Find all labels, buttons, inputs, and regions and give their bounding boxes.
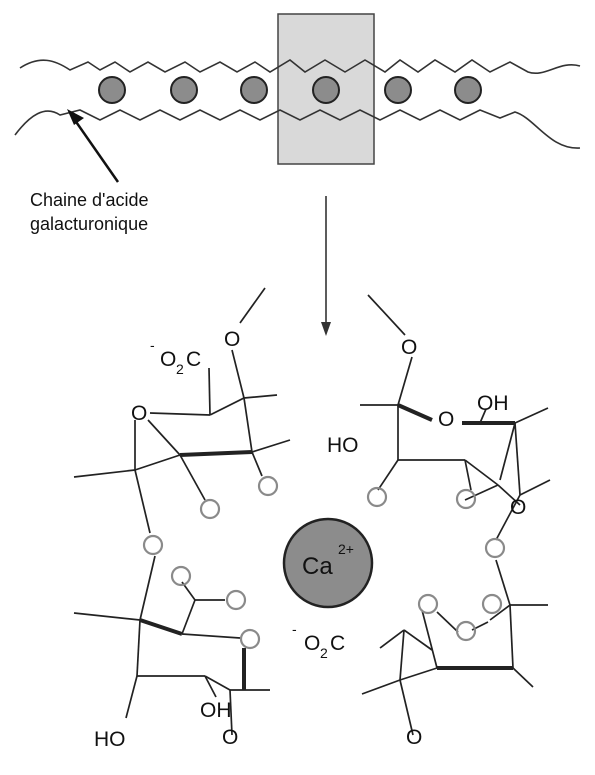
- coordinating-oxygens: [142, 475, 506, 650]
- chain-pointer-arrow: [67, 109, 120, 183]
- hydroxyl-group: OH: [477, 392, 509, 415]
- ring-top-left: [73, 287, 291, 534]
- ring-bottom-left: [73, 555, 270, 736]
- hydroxyl-group: OH: [200, 699, 232, 722]
- chain-caption-line1: Chaine d'acide: [30, 190, 149, 210]
- ring-oxygens: O O O O O O O: [131, 328, 526, 749]
- lower-chain: [14, 109, 581, 149]
- oxygen-atom: O: [406, 726, 422, 749]
- carboxylate-o: O: [304, 632, 320, 655]
- oxygen-atom: O: [510, 496, 526, 519]
- ring-top-right: [360, 294, 551, 541]
- carboxylate-subscript: 2: [176, 361, 184, 377]
- hydroxyl-group: HO: [94, 728, 126, 751]
- zoom-arrow: [321, 196, 331, 336]
- calcium-ion: Ca 2+: [282, 517, 374, 609]
- carboxylate-c: C: [186, 348, 201, 371]
- oxygen-atom: O: [222, 726, 238, 749]
- oxygen-atom: O: [224, 328, 240, 351]
- carboxylate-o: O: [160, 348, 176, 371]
- chain-ions: [98, 76, 482, 104]
- hydroxyl-group: HO: [327, 434, 359, 457]
- chain-schematic: Chaine d'acide galacturonique: [14, 13, 581, 234]
- ring-bottom-right: [361, 559, 548, 736]
- oxygen-atom: O: [131, 402, 147, 425]
- upper-chain: [19, 59, 581, 75]
- egg-box-structure: [73, 287, 551, 736]
- oxygen-atom: O: [401, 336, 417, 359]
- calcium-symbol: Ca: [302, 553, 333, 580]
- calcium-charge: 2+: [338, 541, 354, 557]
- carboxylate-c: C: [330, 632, 345, 655]
- carboxylate-charge: -: [292, 621, 297, 637]
- substituent-labels: - O 2 C - O 2 C OH HO OH HO: [94, 337, 509, 751]
- carboxylate-charge: -: [150, 337, 155, 353]
- oxygen-atom: O: [438, 408, 454, 431]
- carboxylate-subscript: 2: [320, 645, 328, 661]
- chain-caption-line2: galacturonique: [30, 214, 148, 234]
